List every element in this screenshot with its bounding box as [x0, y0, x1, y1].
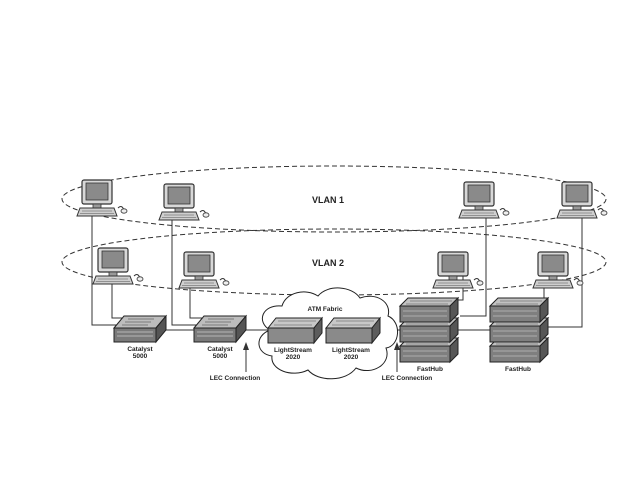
atm-switch-1-label-line1: LightStream: [274, 347, 312, 354]
workstation-icon: [432, 251, 484, 289]
atm-switch-2-label-line1: LightStream: [332, 347, 370, 354]
workstation-icon: [178, 251, 230, 289]
atm-switch-2-label: LightStream 2020: [326, 347, 376, 361]
lec-connection-label-1: LEC Connection: [209, 375, 261, 382]
vlan2-label: VLAN 2: [311, 258, 344, 268]
stacked-hub-icon: [399, 297, 459, 363]
workstation-icon: [556, 181, 608, 219]
atm-switch-2-label-line2: 2020: [343, 353, 359, 361]
workstation-icon: [158, 183, 210, 221]
atm-switch-1-label: LightStream 2020: [268, 347, 318, 361]
lan-switch-icon: [193, 315, 247, 343]
fasthub-1-label: FastHub: [417, 366, 443, 373]
vlan1-boundary: [61, 165, 607, 233]
stacked-hub-icon: [489, 297, 549, 363]
workstation-icon: [92, 247, 144, 285]
vlan1-label: VLAN 1: [311, 195, 344, 205]
workstation-icon: [458, 181, 510, 219]
atm-switch-icon: [267, 317, 323, 344]
fasthub-2-label: FastHub: [505, 366, 531, 373]
atm-switch-1-label-line2: 2020: [285, 353, 301, 361]
atm-fabric-label: ATM Fabric: [307, 306, 343, 313]
switch-2-label: Catalyst 5000: [198, 346, 242, 360]
lan-switch-icon: [113, 315, 167, 343]
switch-2-label-line1: Catalyst: [207, 346, 233, 353]
workstation-icon: [76, 179, 128, 217]
switch-2-label-line2: 5000: [212, 352, 228, 360]
switch-1-label-line2: 5000: [132, 352, 148, 360]
switch-1-label: Catalyst 5000: [118, 346, 162, 360]
atm-switch-icon: [325, 317, 381, 344]
workstation-icon: [532, 251, 584, 289]
vlan2-boundary: [61, 228, 607, 296]
lec-connection-label-2: LEC Connection: [381, 375, 433, 382]
switch-1-label-line1: Catalyst: [127, 346, 153, 353]
